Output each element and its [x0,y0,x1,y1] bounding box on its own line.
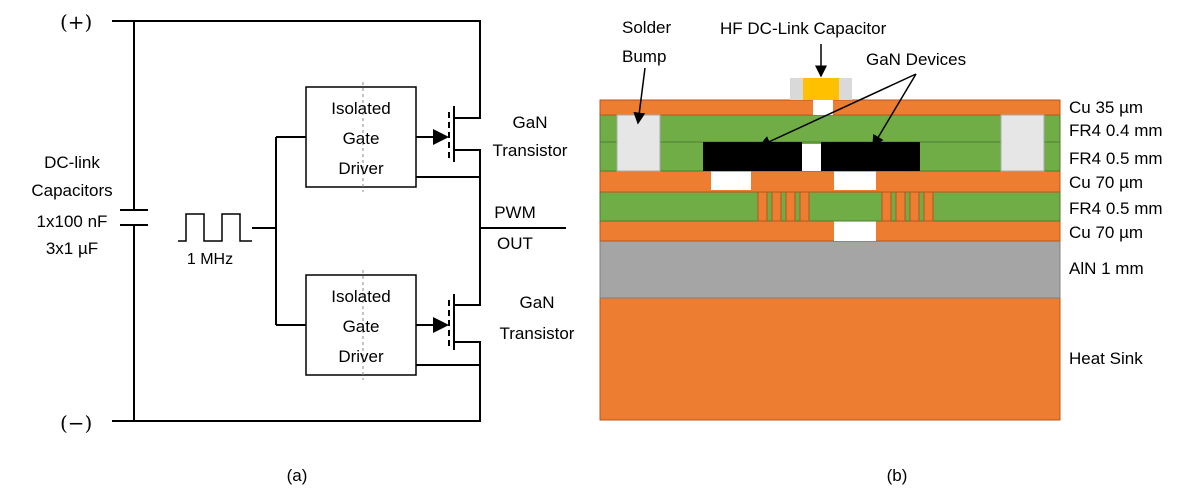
heat-sink-layer [599,297,1061,421]
top-rail-wire [112,20,481,119]
pulse-frequency-label: 1 MHz [187,251,233,268]
cu-70-bottom-layer [599,220,1061,242]
pwm-out-label-2: OUT [497,234,533,253]
gan-transistor-top-symbol [416,106,481,178]
dc-link-label-3: 1x100 nF [37,212,108,231]
gate-driver-bottom: Isolated Gate Driver [305,270,417,380]
gan-device-left [703,142,802,171]
layer-label-aln: AlN 1 mm [1069,259,1144,278]
bottom-rail-wire [112,341,481,422]
layer-stack-diagram: Solder Bump HF DC-Link Capacitor GaN Dev… [599,18,1163,485]
solder-bump-left [616,114,661,172]
gan-devices-arrow-left [758,73,917,148]
circuit-diagram: (+) (−) DC-link Capacitors 1x100 nF 3x1 … [31,10,574,485]
gan-transistor-bottom-label-1: GaN [520,293,555,312]
solder-bump-label-1: Solder [622,18,671,37]
rail-plus-label: (+) [60,10,92,34]
layer-label-fr4-05-a: FR4 0.5 mm [1069,149,1163,168]
svg-text:Isolated: Isolated [331,287,391,306]
svg-text:Isolated: Isolated [331,99,391,118]
svg-text:Driver: Driver [338,159,384,178]
gan-transistor-bottom-label-2: Transistor [500,324,575,343]
layer-label-cu35: Cu 35 µm [1069,98,1143,117]
midpoint-wire [462,177,481,306]
solder-bump-label-2: Bump [622,47,666,66]
hf-capacitor-label: HF DC-Link Capacitor [720,19,887,38]
caption-a: (a) [287,466,308,485]
layer-label-heat-sink: Heat Sink [1069,349,1143,368]
dc-link-capacitor [120,21,148,421]
svg-text:Gate: Gate [343,129,380,148]
dc-link-label-2: Capacitors [31,181,112,200]
solder-bump-right [1000,114,1045,172]
pwm-out-label-1: PWM [494,203,536,222]
aln-layer [599,240,1061,299]
cu-70-mid-layer [599,170,1061,193]
layer-label-fr4-04: FR4 0.4 mm [1069,121,1163,140]
gan-devices-label: GaN Devices [866,50,966,69]
caption-b: (b) [887,466,908,485]
fr4-bottom-layer [599,191,1061,222]
svg-text:Gate: Gate [343,317,380,336]
dc-link-label-4: 3x1 µF [46,239,98,258]
pulse-waveform-icon [178,213,252,242]
gan-transistor-bottom-symbol [416,294,480,366]
fr4-top-layer [599,114,1061,143]
gan-devices-arrow-right [872,73,917,148]
layer-label-fr4-05-b: FR4 0.5 mm [1069,199,1163,218]
gan-device-right [821,142,920,171]
layer-label-cu70-a: Cu 70 µm [1069,173,1143,192]
gan-transistor-top-label-1: GaN [513,113,548,132]
gate-driver-top: Isolated Gate Driver [305,82,417,192]
svg-text:Driver: Driver [338,347,384,366]
gan-transistor-top-label-2: Transistor [493,141,568,160]
solder-bump-arrow [633,67,646,125]
hf-capacitor-body [803,78,839,100]
rail-minus-label: (−) [60,411,92,435]
layer-label-cu70-b: Cu 70 µm [1069,223,1143,242]
dc-link-label-1: DC-link [44,153,100,172]
